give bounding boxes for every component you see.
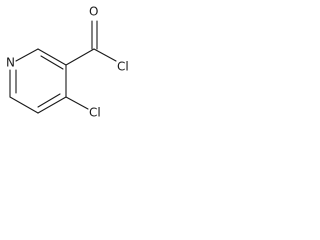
bond-carbonyl-cl: [93, 48, 117, 62]
bond-c4-cl: [65, 96, 89, 110]
bond-c2-c3: [37, 48, 67, 66]
chemical-structure: N O Cl Cl: [6, 5, 129, 120]
bond-n-c2: [15, 48, 39, 62]
atom-label-ring-chlorine: Cl: [89, 106, 101, 120]
acyl-chloride-group: [65, 20, 117, 66]
pyridine-ring: [9, 48, 67, 114]
atom-label-acyl-chlorine: Cl: [117, 60, 129, 74]
bond-c3-carbonyl: [65, 48, 95, 66]
atom-label-nitrogen: N: [6, 56, 15, 70]
bond-c4-c5-double: [37, 93, 61, 108]
bond-c5-c6: [9, 96, 39, 114]
atom-label-oxygen: O: [89, 5, 98, 19]
bond-c4-c5: [37, 96, 67, 114]
bond-c2-c3-double: [40, 55, 64, 70]
